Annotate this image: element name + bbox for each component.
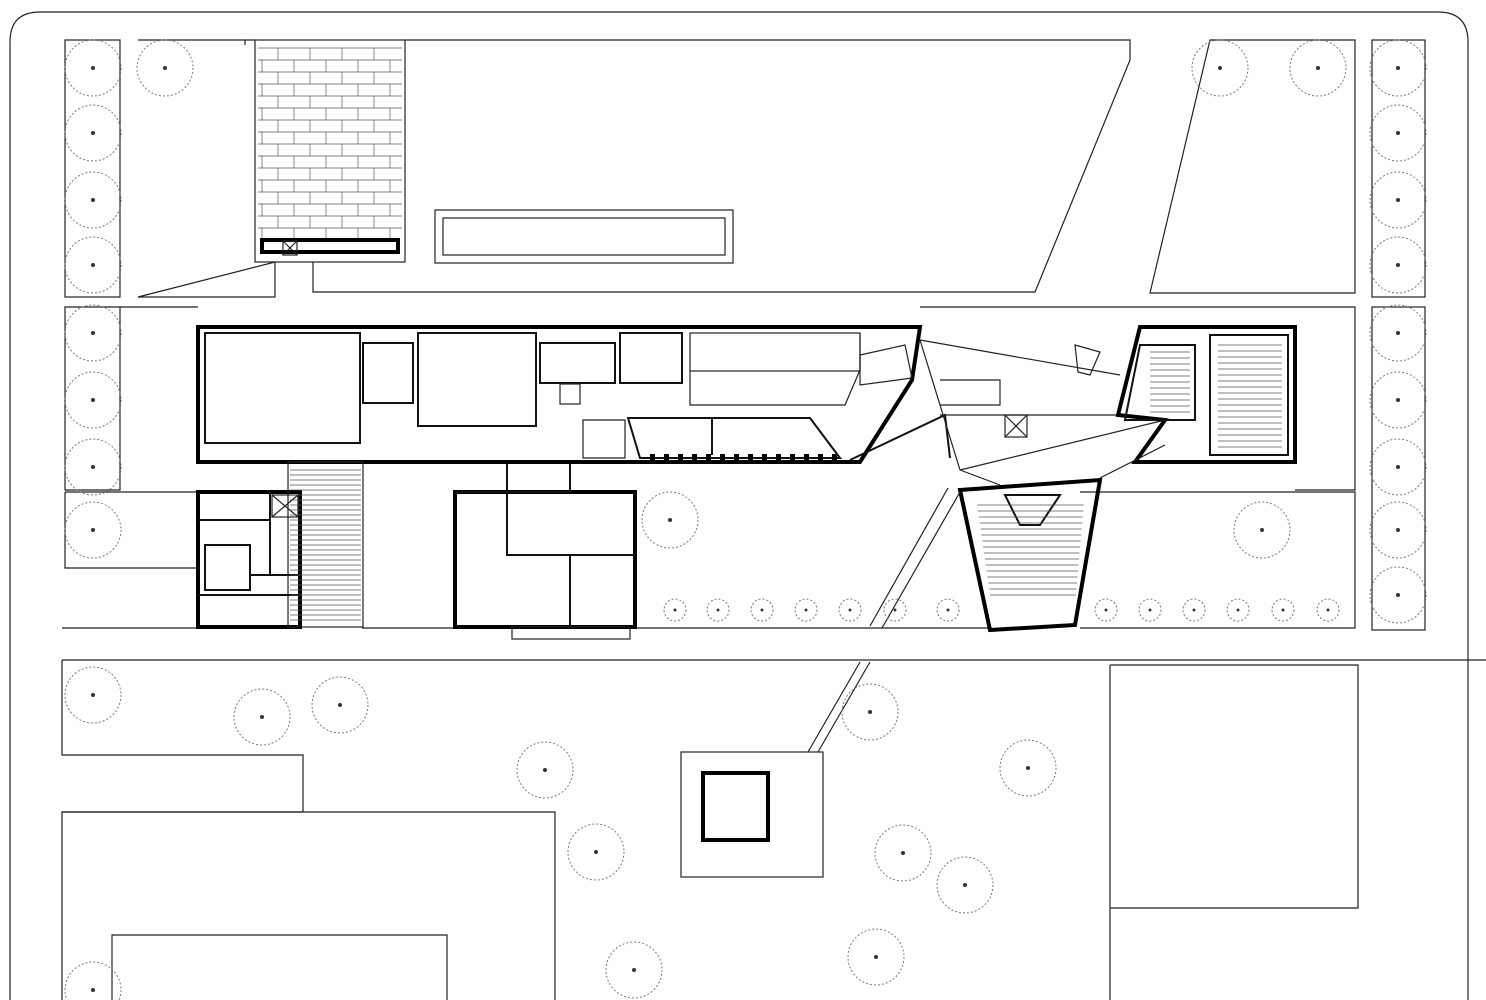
tree-icon bbox=[841, 683, 899, 741]
tree-icon bbox=[64, 304, 122, 362]
small-tree-icon bbox=[663, 598, 687, 622]
small-tree-icon bbox=[794, 598, 818, 622]
tree-icon bbox=[64, 371, 122, 429]
tree-icon bbox=[1289, 39, 1347, 97]
small-tree-icon bbox=[1094, 598, 1118, 622]
tree-icon bbox=[1369, 566, 1427, 624]
tree-icon bbox=[1369, 501, 1427, 559]
tree-icon bbox=[1369, 104, 1427, 162]
tree-icon bbox=[1369, 39, 1427, 97]
site-boundary bbox=[9, 11, 1469, 1000]
small-tree-icon bbox=[1271, 598, 1295, 622]
tree-icon bbox=[1369, 438, 1427, 496]
middle-strip bbox=[62, 306, 1486, 661]
tree-icon bbox=[1369, 371, 1427, 429]
small-tree-icon bbox=[838, 598, 862, 622]
top-block bbox=[64, 39, 1426, 298]
tree-icon bbox=[1369, 236, 1427, 294]
small-tree-icon bbox=[1316, 598, 1340, 622]
small-tree-icon bbox=[883, 598, 907, 622]
small-tree-icon bbox=[1226, 598, 1250, 622]
tree-icon bbox=[999, 739, 1057, 797]
tree-icon bbox=[1191, 39, 1249, 97]
tree-icon bbox=[605, 941, 663, 999]
tree-icon bbox=[1369, 171, 1427, 229]
small-tree-icon bbox=[750, 598, 774, 622]
tree-icon bbox=[136, 39, 194, 97]
tree-icon bbox=[311, 676, 369, 734]
tree-icon bbox=[936, 856, 994, 914]
tree-icon bbox=[874, 824, 932, 882]
reflecting-pool bbox=[434, 209, 734, 264]
tree-icon bbox=[233, 688, 291, 746]
small-tree-icon bbox=[706, 598, 730, 622]
tree-icon bbox=[1369, 304, 1427, 362]
tree-icon bbox=[64, 438, 122, 496]
trees bbox=[64, 39, 1427, 1000]
small-tree-icon bbox=[1138, 598, 1162, 622]
ramps bbox=[807, 487, 961, 753]
tree-icon bbox=[64, 961, 122, 1000]
tree-icon bbox=[847, 928, 905, 986]
tree-icon bbox=[641, 491, 699, 549]
tree-icon bbox=[64, 666, 122, 724]
tree-icon bbox=[64, 501, 122, 559]
main-building bbox=[196, 325, 1297, 633]
tree-icon bbox=[64, 236, 122, 294]
lower-site bbox=[61, 660, 1359, 1000]
small-tree-icon bbox=[936, 598, 960, 622]
tree-icon bbox=[1233, 501, 1291, 559]
brick-building bbox=[254, 39, 406, 263]
tree-icon bbox=[567, 823, 625, 881]
tree-icon bbox=[516, 741, 574, 799]
tree-icon bbox=[64, 104, 122, 162]
small-tree-icon bbox=[1182, 598, 1206, 622]
tree-icon bbox=[64, 39, 122, 97]
tree-icon bbox=[64, 171, 122, 229]
annex-buildings bbox=[196, 461, 637, 640]
